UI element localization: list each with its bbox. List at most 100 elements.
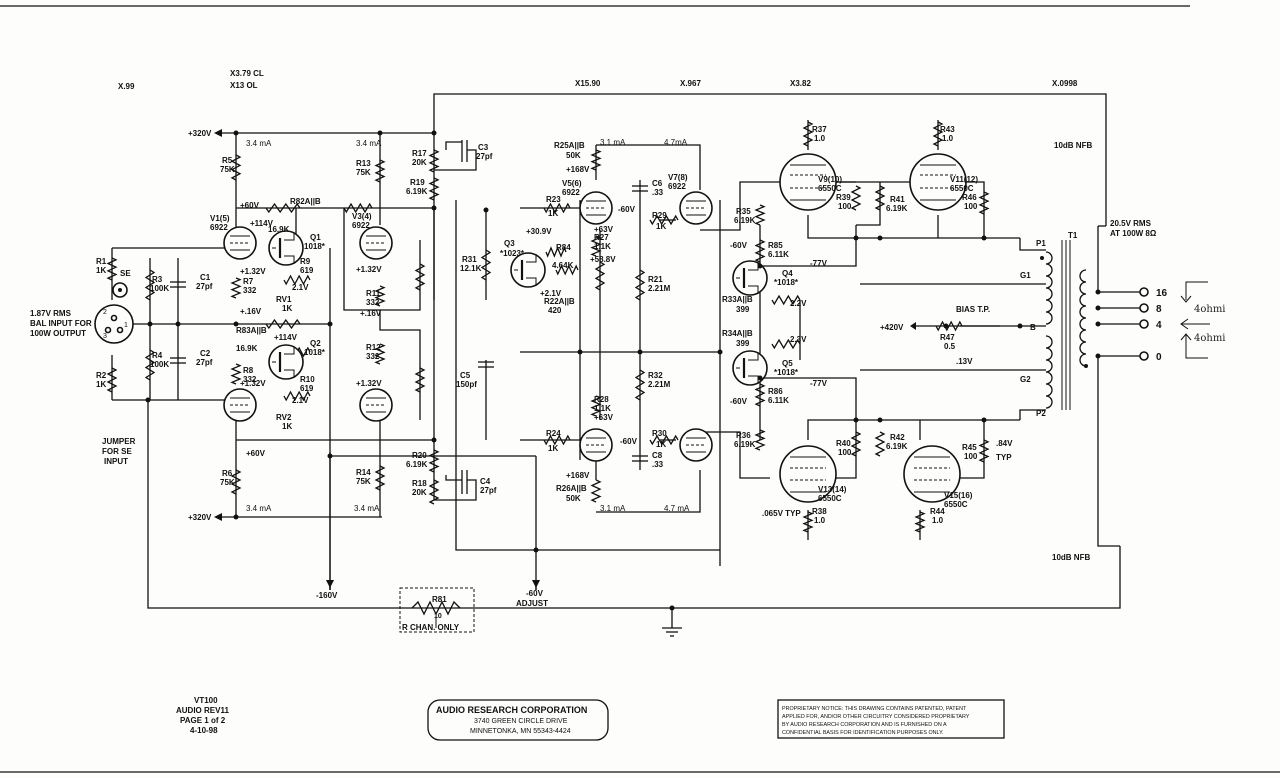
notice-line: APPLIED FOR, AND/OR OTHER CIRCUITRY CONS…: [782, 714, 970, 720]
component-ref: R83A||B: [236, 326, 267, 335]
tube-type: 6922: [210, 223, 228, 232]
component-value: 100: [964, 202, 978, 211]
component-value: 1K: [656, 222, 666, 231]
resistor-symbol: [771, 338, 801, 350]
component-value: 27pf: [196, 358, 213, 367]
input-connectors: [94, 282, 134, 344]
resistor-symbol: [754, 204, 766, 226]
handwritten-note: 4ohmi: [1194, 333, 1226, 344]
component-value: 50K: [566, 494, 581, 503]
component-ref: R42: [890, 433, 905, 442]
component-value: 332: [243, 286, 257, 295]
transformer-pin-label: G2: [1020, 375, 1031, 384]
component-value: 1K: [548, 209, 558, 218]
output-transformer: [1040, 240, 1088, 410]
tube-ref: V9(10): [818, 175, 842, 184]
output-labels: 20.5V RMS AT 100W 8Ω 10dB NFB 10dB NFB B…: [956, 141, 1226, 562]
tube-type: 6550C: [944, 500, 968, 509]
component-value: 16.9K: [236, 344, 258, 353]
output-terminals: [1095, 281, 1210, 361]
voltage-label: 2.1V: [292, 283, 309, 292]
tube-type: 6550C: [818, 184, 842, 193]
component-ref: R17: [412, 149, 427, 158]
rchan-only-label: R CHAN. ONLY: [402, 623, 460, 632]
tube-ref: V3(4): [352, 212, 372, 221]
resistor-symbol: [914, 511, 926, 533]
resistor-symbol: [978, 191, 990, 215]
tube-v3-top: [359, 226, 393, 260]
resistor-symbol: [850, 185, 862, 211]
voltage-label: -77V: [810, 379, 828, 388]
tube-ref: V5(6): [562, 179, 582, 188]
component-ref: R19: [410, 178, 425, 187]
resistor-symbol: [634, 269, 646, 301]
component-ref: RV2: [276, 413, 292, 422]
voltage-label: +1.32V: [356, 379, 382, 388]
component-value: 16.9K: [268, 225, 290, 234]
component-ref: R84: [556, 243, 571, 252]
tube-type: 6922: [562, 188, 580, 197]
mosfet-ref: Q5: [782, 359, 793, 368]
tube-ref: V1(5): [210, 214, 230, 223]
resistor-symbol: [850, 431, 862, 457]
resistor-symbol: [230, 363, 242, 385]
component-value: 75K: [356, 168, 371, 177]
component-ref: R24: [546, 429, 561, 438]
component-value: 1.0: [814, 134, 826, 143]
resistor-symbol: [428, 177, 440, 201]
capacitor-symbols: [170, 140, 648, 501]
voltage-label: +1.32V: [240, 267, 266, 276]
tube-v5-bot: [579, 428, 613, 462]
component-value: 399: [736, 339, 750, 348]
voltage-label: +1.32V: [240, 379, 266, 388]
voltage-label: -60V: [730, 397, 748, 406]
component-value: 1K: [548, 444, 558, 453]
resistor-symbol: [874, 185, 886, 211]
nfb-label: 10dB NFB: [1052, 553, 1090, 562]
component-ref: R14: [356, 468, 371, 477]
resistor-symbol: [594, 261, 606, 291]
component-ref: R30: [652, 429, 667, 438]
component-value: 6.19K: [886, 442, 908, 451]
component-ref: R10: [300, 375, 315, 384]
resistor-symbol: [590, 149, 602, 171]
rail-label-neg60v: -60V: [526, 589, 544, 598]
capacitor-c3: [434, 140, 477, 171]
mosfet-ref: Q3: [504, 239, 515, 248]
company-address: MINNETONKA, MN 55343-4424: [470, 728, 571, 735]
component-value: 6.19K: [734, 440, 756, 449]
resistor-symbol: [283, 390, 311, 402]
capacitor-c1: [170, 281, 186, 288]
mosfet-q3: [510, 252, 546, 288]
current-label: 4.7mA: [664, 138, 688, 147]
component-value: 619: [300, 384, 314, 393]
tube-v13: [779, 445, 837, 503]
resistor-symbol: [545, 246, 567, 258]
resistor-symbol: [590, 395, 602, 417]
handwritten-note: 4ohmi: [1194, 304, 1226, 315]
component-value: 2.21M: [648, 284, 671, 293]
component-ref: C5: [460, 371, 471, 380]
component-ref: R38: [812, 507, 827, 516]
bias-test-point-label: BIAS T.P.: [956, 305, 990, 314]
current-label: 4.7 mA: [664, 504, 690, 513]
notice-line: PROPRIETARY NOTICE: THIS DRAWING CONTAIN…: [782, 706, 967, 712]
input-labels: 1.87V RMS BAL INPUT FOR 100W OUTPUT SE J…: [30, 269, 136, 466]
input-note-line: BAL INPUT FOR: [30, 319, 92, 328]
resistor-symbol: [343, 202, 373, 214]
tube-v3-bot: [359, 388, 393, 422]
resistor-symbol: [754, 239, 766, 263]
resistor-symbol: [754, 383, 766, 407]
component-ref: R27: [594, 233, 609, 242]
voltage-label: +114V: [274, 333, 298, 342]
component-ref: C1: [200, 273, 211, 282]
component-value: 75K: [220, 165, 235, 174]
component-value: 1.1K: [594, 404, 611, 413]
component-ref: R7: [243, 277, 254, 286]
component-value: 6.19K: [734, 216, 756, 225]
tube-type: 6922: [668, 182, 686, 191]
junction-dots: [145, 130, 1023, 611]
notice-box: [777, 699, 1005, 739]
resistor-symbol: [144, 349, 156, 381]
